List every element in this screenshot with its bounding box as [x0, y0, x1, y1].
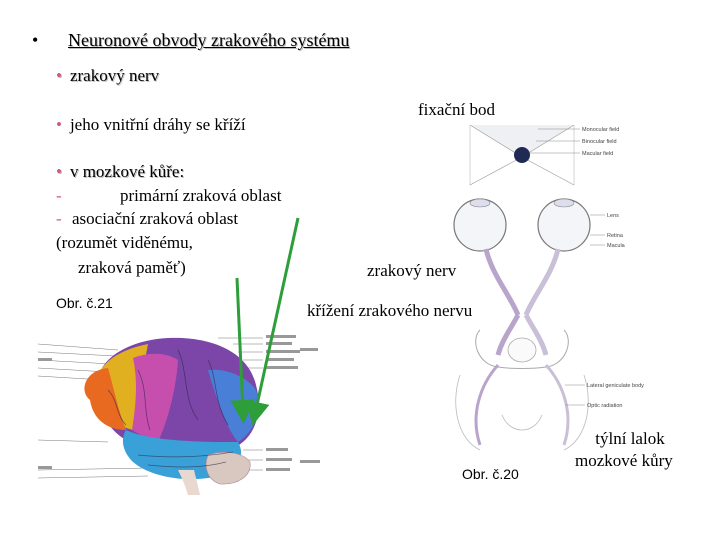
label-binocular-field: Binocular field [582, 139, 617, 145]
figure-20-caption: Obr. č.20 [462, 466, 519, 482]
label-occipital-lobe: týlní lalok [595, 429, 665, 448]
optic-radiation-right [544, 363, 570, 446]
arrow-association-area [245, 217, 300, 426]
bullet-optic-nerve: •zrakový nerv [56, 66, 160, 85]
right-leader-lines [218, 337, 263, 471]
visual-pathway-diagram: Monocular field Binocular field Macular … [453, 124, 644, 451]
sub-item-primary: -primární zraková oblast [56, 186, 282, 205]
fixation-point-dot [514, 147, 530, 163]
title-bullet: • [32, 30, 39, 50]
sulci [107, 349, 234, 468]
brain-stem [178, 470, 200, 495]
label-fixation-point: fixační bod [418, 100, 495, 119]
cerebellum [205, 452, 251, 485]
label-optic-nerve: zrakový nerv [367, 261, 457, 280]
optic-radiation-left [474, 363, 500, 446]
label-lateral-geniculate: Lateral geniculate body [587, 383, 644, 389]
lobe-somatosensory [132, 353, 178, 442]
slide-title: • Neuronové obvody zrakového systému [32, 30, 349, 51]
label-optic-radiation: Optic radiation [587, 403, 622, 409]
figure-21-caption: Obr. č.21 [56, 295, 113, 311]
sub-note-memory: zraková paměť) [78, 258, 186, 277]
label-macular-field: Macular field [582, 151, 613, 157]
arrow-primary-area [230, 277, 255, 424]
label-lens: Lens [607, 213, 619, 219]
lobe-frontal [84, 368, 126, 430]
bullet-cortex: •v mozkové kůře: [56, 162, 185, 181]
label-monocular-field: Monocular field [582, 127, 619, 133]
label-macula: Macula [607, 243, 626, 249]
tiny-label-stubs [38, 335, 320, 471]
right-optic-nerve [523, 248, 561, 316]
title-text: Neuronové obvody zrakového systému [68, 30, 350, 50]
bullet-crossing: •jeho vnitřní dráhy se kříží [56, 115, 246, 134]
sub-note-understanding: (rozumět viděnému, [56, 233, 193, 252]
brain-cortex-image [38, 335, 320, 495]
label-chiasm: křížení zrakového nervu [307, 301, 473, 320]
label-retina: Retina [607, 233, 624, 239]
left-optic-nerve [483, 248, 521, 316]
label-occipital-cortex: mozkové kůry [575, 451, 673, 470]
sub-item-association: -asociační zraková oblast [56, 209, 239, 228]
